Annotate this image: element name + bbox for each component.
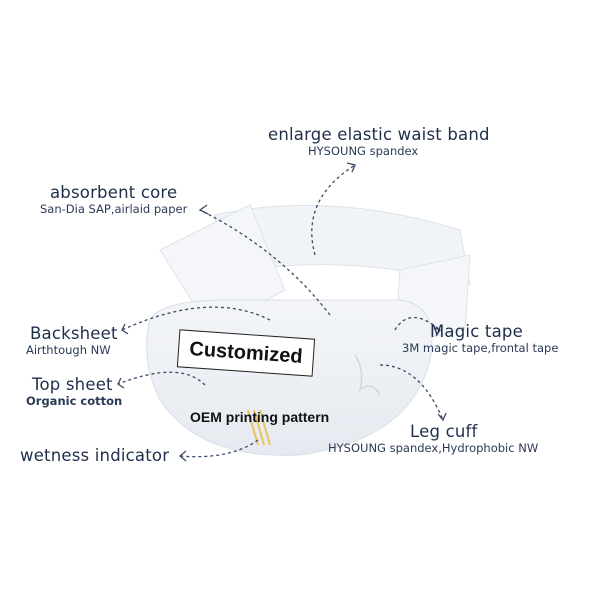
arrowhead-waist-band <box>346 162 356 173</box>
arrowhead-magic-tape <box>433 327 442 337</box>
backsheet-sub: Airthtough NW <box>26 343 111 357</box>
callout-leg-cuff: Leg cuff HYSOUNG spandex,Hydrophobic NW <box>328 422 538 455</box>
diaper-back-waist <box>214 204 471 286</box>
arrowhead-absorbent-core <box>198 204 209 215</box>
callout-wetness-indicator: wetness indicator <box>20 446 169 465</box>
waist-band-sub: HYSOUNG spandex <box>308 144 419 158</box>
leg-cuff-ruffle <box>354 354 381 396</box>
wetness-indicator-stripes <box>247 409 271 446</box>
backsheet-title: Backsheet <box>30 324 118 343</box>
magic-tape-sub: 3M magic tape,frontal tape <box>402 341 559 355</box>
callout-waist-band: enlarge elastic waist band HYSOUNG spand… <box>268 125 490 158</box>
arrowhead-wetness-indicator <box>178 450 187 462</box>
arrow-top-sheet <box>117 371 206 386</box>
arrowhead-top-sheet <box>117 377 125 389</box>
top-sheet-sub: Organic cotton <box>26 394 123 408</box>
magic-tape-title: Magic tape <box>430 322 523 341</box>
top-sheet-title: Top sheet <box>32 375 113 394</box>
callout-top-sheet: Top sheet Organic cotton <box>26 375 122 408</box>
oem-printing-label: OEM printing pattern <box>190 409 330 425</box>
arrow-backsheet <box>121 306 271 331</box>
absorbent-core-sub: San-Dia SAP,airlaid paper <box>40 202 188 216</box>
diaper-body <box>146 299 433 456</box>
callout-absorbent-core: absorbent core San-Dia SAP,airlaid paper <box>40 183 187 216</box>
arrowhead-leg-cuff <box>437 412 447 422</box>
arrow-wetness-indicator <box>179 439 259 458</box>
leg-cuff-title: Leg cuff <box>410 422 478 441</box>
arrow-leg-cuff <box>379 364 444 421</box>
waist-band-title: enlarge elastic waist band <box>268 125 490 144</box>
absorbent-core-title: absorbent core <box>50 183 178 202</box>
leg-cuff-sub: HYSOUNG spandex,Hydrophobic NW <box>328 441 539 455</box>
callout-magic-tape: Magic tape 3M magic tape,frontal tape <box>402 322 558 355</box>
arrow-absorbent-core <box>199 209 331 316</box>
wetness-indicator-title: wetness indicator <box>20 446 170 465</box>
callout-backsheet: Backsheet Airthtough NW <box>26 324 118 357</box>
arrowhead-backsheet <box>121 323 129 335</box>
